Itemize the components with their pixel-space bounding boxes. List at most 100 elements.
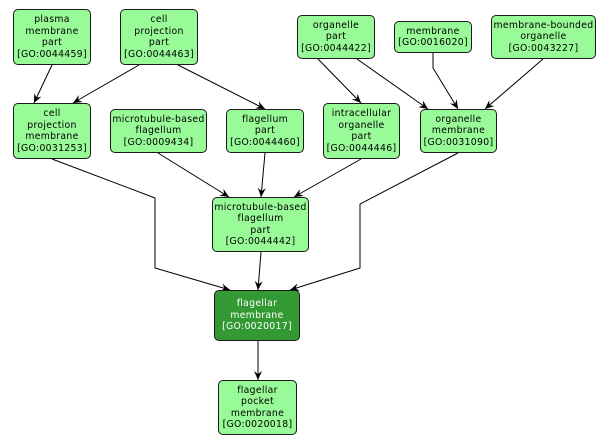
arrowhead-icon <box>34 93 42 103</box>
node-label-line: flagellum <box>135 125 182 137</box>
node-label-line: organelle <box>312 19 360 31</box>
node-organelle-membrane[interactable]: organelle membrane [GO:0031090] <box>420 109 497 153</box>
node-go-id: [GO:0031253] <box>17 142 87 154</box>
node-label-line: part <box>325 31 347 43</box>
node-label-line: flagellum <box>242 113 288 125</box>
node-label-line: membrane <box>25 25 79 37</box>
node-label-line: flagellum <box>237 213 284 224</box>
arrowhead-icon <box>73 95 83 103</box>
node-label-line: membrane <box>230 407 285 419</box>
edge-line <box>157 152 230 198</box>
node-label-line: organelle <box>338 119 385 131</box>
edge-line <box>72 64 140 104</box>
node-label-line: part <box>351 131 372 142</box>
edge-line <box>260 152 266 198</box>
node-label-line: part <box>254 125 276 137</box>
node-label-line: microtubule-based <box>214 201 307 213</box>
node-cell-projection-part[interactable]: cell projection part [GO:0044463] <box>120 9 198 65</box>
edge-GO0044422-to-GO0044446 <box>317 58 362 104</box>
arrowhead-icon <box>294 189 304 197</box>
node-go-id: [GO:0044460] <box>230 136 300 148</box>
node-label-line: flagellar <box>237 384 278 396</box>
node-go-id: [GO:0043227] <box>508 42 579 54</box>
node-go-id: [GO:0020018] <box>222 419 293 430</box>
node-label-line: part <box>250 224 271 236</box>
edge-line <box>51 158 231 291</box>
node-go-id: [GO:0044463] <box>124 48 194 60</box>
arrowhead-icon <box>449 99 458 109</box>
node-go-id: [GO:0044446] <box>326 142 397 154</box>
node-label-line: flagellar <box>236 298 278 310</box>
node-label-line: membrane <box>230 309 284 321</box>
arrowhead-icon <box>254 371 262 380</box>
node-flagellar-pocket-membrane[interactable]: flagellar pocket membrane [GO:0020018] <box>218 380 297 435</box>
node-label-line: membrane-bounded <box>493 19 594 31</box>
edge-line <box>257 251 262 291</box>
node-intracellular-organelle-part[interactable]: intracellular organelle part [GO:0044446… <box>323 103 400 159</box>
edge-GO0031090-to-GO0020017 <box>289 152 459 292</box>
node-go-id: [GO:0031090] <box>423 136 494 148</box>
node-go-id: [GO:0044442] <box>225 236 296 247</box>
node-organelle-part[interactable]: organelle part [GO:0044422] <box>297 15 375 59</box>
node-membrane[interactable]: membrane [GO:0016020] <box>394 21 472 53</box>
node-go-id: [GO:0020017] <box>222 321 292 333</box>
node-label-line: projection <box>134 25 184 37</box>
edge-GO0044422-to-GO0031090 <box>356 58 429 110</box>
node-label-line: projection <box>27 119 77 131</box>
edge-GO0044442-to-GO0020017 <box>254 251 263 291</box>
node-label-line: membrane <box>431 125 486 137</box>
edge-GO0043227-to-GO0031090 <box>484 58 544 110</box>
node-go-id: [GO:0009434] <box>123 136 194 148</box>
node-label-line: plasma <box>34 14 70 25</box>
edge-GO0044463-to-GO0044460 <box>177 64 266 110</box>
node-label-line: microtubule-based <box>112 113 205 125</box>
edge-GO0044459-to-GO0031253 <box>33 64 53 104</box>
node-label-line: intracellular <box>331 108 392 119</box>
arrowhead-icon <box>351 93 361 103</box>
edge-line <box>484 58 544 110</box>
edge-GO0016020-to-GO0031090 <box>432 53 459 110</box>
node-label-line: part <box>41 37 63 48</box>
edge-line <box>432 53 459 110</box>
node-flagellum-part[interactable]: flagellum part [GO:0044460] <box>226 109 304 153</box>
edge-line <box>289 152 459 291</box>
node-label-line: pocket <box>241 396 274 407</box>
arrowhead-icon <box>219 188 229 197</box>
edge-line <box>356 58 429 110</box>
arrowhead-icon <box>255 101 265 109</box>
arrowhead-icon <box>257 187 266 197</box>
node-go-id: [GO:0044459] <box>17 48 87 60</box>
node-label-line: organelle <box>435 113 482 125</box>
node-membrane-bounded-organelle[interactable]: membrane-bounded organelle [GO:0043227] <box>491 15 596 59</box>
node-plasma-membrane-part[interactable]: plasma membrane part [GO:0044459] <box>13 9 91 65</box>
node-label-line: membrane <box>406 25 460 37</box>
arrowhead-icon <box>418 100 428 109</box>
node-flagellar-membrane-focus[interactable]: flagellar membrane [GO:0020017] <box>214 290 300 341</box>
node-cell-projection-membrane[interactable]: cell projection membrane [GO:0031253] <box>13 103 91 159</box>
edge-line <box>177 64 266 110</box>
edge-line <box>33 64 53 104</box>
edge-GO0031253-to-GO0020017 <box>51 158 231 292</box>
node-label-line: cell <box>150 14 168 25</box>
edge-GO0009434-to-GO0044442 <box>157 152 230 198</box>
arrowhead-icon <box>290 283 300 292</box>
arrowhead-icon <box>485 100 495 109</box>
arrowhead-icon <box>254 280 263 290</box>
node-label-line: cell <box>43 108 61 119</box>
node-go-id: [GO:0016020] <box>398 37 468 48</box>
edge-line <box>293 158 362 198</box>
edge-GO0044463-to-GO0031253 <box>72 64 140 104</box>
node-microtubule-based-flagellum-part[interactable]: microtubule-based flagellum part [GO:004… <box>212 197 309 252</box>
node-label-line: membrane <box>25 131 79 142</box>
edge-GO0044446-to-GO0044442 <box>293 158 362 198</box>
edge-line <box>317 58 362 104</box>
node-microtubule-based-flagellum[interactable]: microtubule-based flagellum [GO:0009434] <box>110 109 207 153</box>
edge-GO0020017-to-GO0020018 <box>254 341 262 380</box>
arrowhead-icon <box>220 283 230 292</box>
node-go-id: [GO:0044422] <box>301 42 371 54</box>
edge-GO0044460-to-GO0044442 <box>257 152 266 198</box>
node-label-line: organelle <box>520 31 567 43</box>
node-label-line: part <box>148 37 170 48</box>
